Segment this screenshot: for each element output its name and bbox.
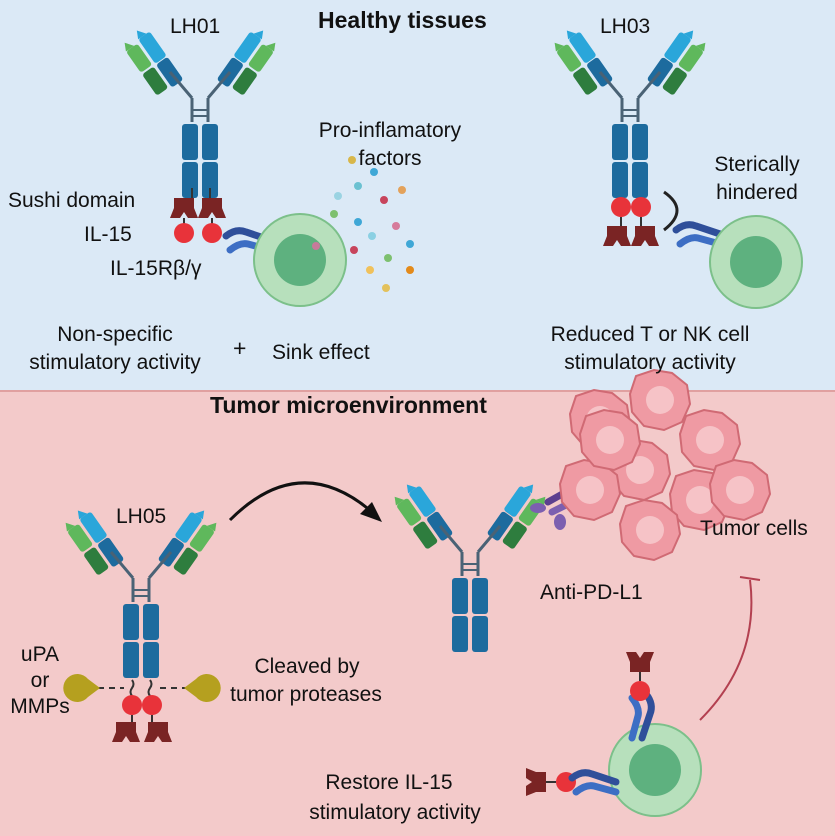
protease-icon (63, 674, 221, 702)
sink-label: Sink effect (272, 341, 370, 364)
reduced-label-2: stimulatory activity (564, 351, 736, 374)
proinflam-label-2: factors (358, 147, 422, 170)
inhibition-icon (699, 576, 761, 721)
cleaved-label-1: Cleaved by (254, 655, 360, 678)
healthy-title: Healthy tissues (318, 7, 487, 33)
sushi-domain-icon (526, 652, 654, 796)
steric-label-2: hindered (716, 181, 798, 204)
lh05-label: LH05 (116, 505, 167, 528)
cleaved-label-2: tumor proteases (230, 683, 382, 706)
upa-label-2: or (30, 669, 50, 692)
il15r-label: IL-15Rβ/γ (110, 257, 202, 280)
nk-cell-icon (709, 215, 803, 309)
upa-label-3: MMPs (10, 695, 70, 718)
upa-label-1: uPA (20, 643, 60, 666)
steric-label-1: Sterically (714, 153, 800, 176)
arrow-icon (228, 481, 382, 522)
proinflam-label-1: Pro-inflamatory (318, 119, 462, 142)
lh01-label: LH01 (170, 15, 221, 38)
reduced-label-1: Reduced T or NK cell (550, 323, 750, 346)
restore-label-2: stimulatory activity (309, 801, 481, 824)
sushi-domain-icon (603, 217, 659, 246)
sushi-label: Sushi domain (8, 189, 136, 212)
cleavable-linker (98, 679, 186, 697)
nonspecific-label-1: Non-specific (57, 323, 173, 346)
sushi-domain-icon (112, 715, 172, 742)
sushi-domain-icon (170, 188, 226, 218)
nk-cell-icon (253, 213, 347, 307)
antipdl1-label: Anti-PD-L1 (540, 581, 643, 604)
tumor-title: Tumor microenvironment (210, 392, 487, 418)
il15-label: IL-15 (84, 223, 132, 246)
steric-bracket (663, 190, 679, 232)
plus-label: + (233, 335, 247, 361)
il15-icon (611, 197, 651, 217)
nonspecific-label-2: stimulatory activity (29, 351, 201, 374)
restore-label-1: Restore IL-15 (325, 771, 453, 794)
cytokine-dots (312, 156, 414, 292)
tumor-cells-label: Tumor cells (700, 517, 808, 540)
lh03-label: LH03 (600, 15, 651, 38)
il15-icon (174, 218, 222, 243)
nk-cell-icon (608, 723, 702, 817)
